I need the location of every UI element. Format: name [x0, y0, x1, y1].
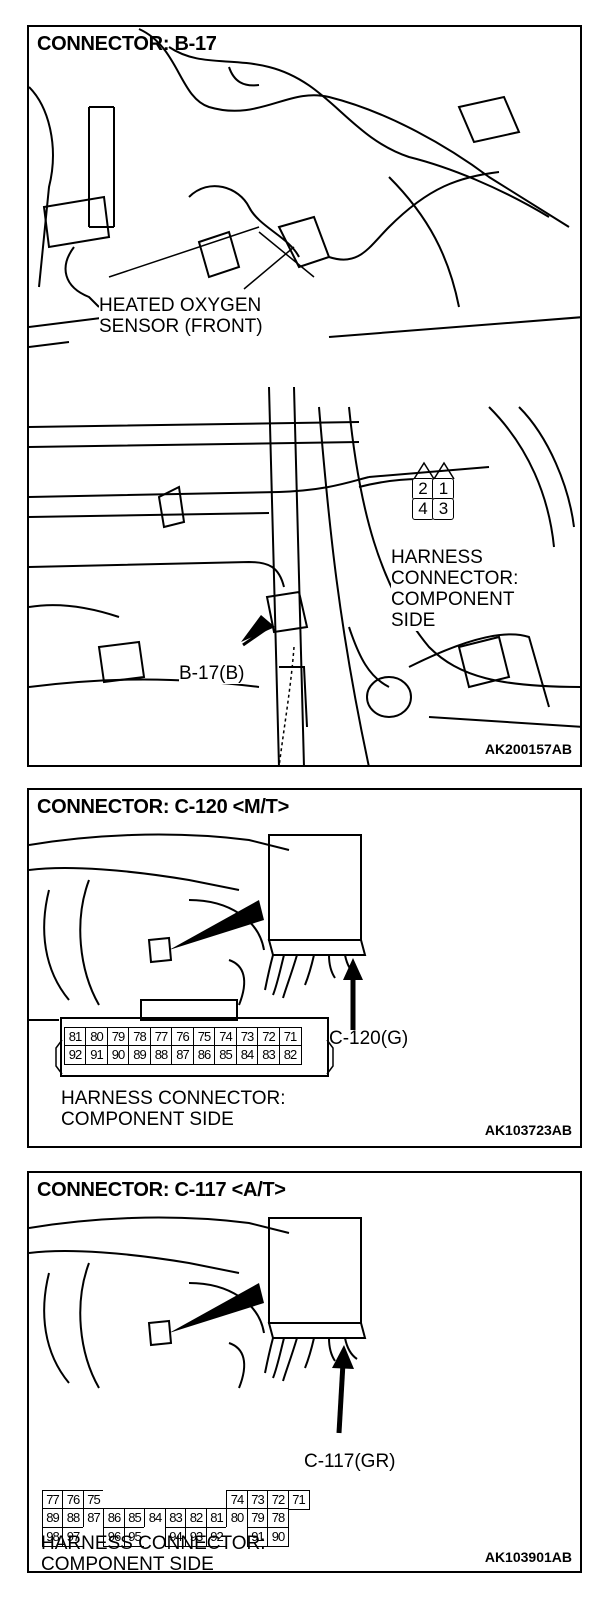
b17-pin: 3 — [432, 498, 454, 520]
c120-pin: 87 — [171, 1045, 194, 1065]
b17-pin: 1 — [432, 477, 454, 500]
panel-c117-title: CONNECTOR: C-117 <A/T> — [37, 1179, 286, 1201]
c120-pin: 88 — [149, 1045, 173, 1065]
c117-pin: 86 — [103, 1508, 125, 1528]
c120-pin: 90 — [106, 1045, 130, 1065]
c117-pin: 96 — [103, 1526, 125, 1547]
c117-dashboard-illustration — [29, 1216, 367, 1434]
c117-pin: 88 — [62, 1508, 84, 1528]
panel-b17: CONNECTOR: B-17 HEATED OXYGEN SENSOR (FR… — [27, 25, 582, 767]
b17-figure-code: AK200157AB — [484, 741, 572, 757]
c120-pin: 73 — [235, 1026, 259, 1047]
c117-pin: 71 — [287, 1489, 310, 1510]
c120-pin: 81 — [63, 1026, 87, 1047]
b17-pin: 4 — [411, 498, 434, 520]
c117-pin: 80 — [226, 1508, 248, 1528]
c117-pin: 98 — [41, 1526, 64, 1547]
c120-pin: 85 — [214, 1045, 237, 1065]
c120-pin: 83 — [257, 1045, 280, 1065]
c117-pin — [164, 1489, 187, 1510]
c120-pin: 82 — [278, 1045, 302, 1065]
c120-pin: 80 — [85, 1026, 108, 1047]
b17-callout: B-17(B) — [179, 663, 245, 684]
c117-pin: 75 — [82, 1489, 105, 1510]
c120-pin: 77 — [149, 1026, 173, 1047]
c120-pin: 89 — [128, 1045, 151, 1065]
c117-pin: 95 — [123, 1526, 146, 1547]
c117-pin: 91 — [246, 1526, 269, 1547]
c120-pin: 86 — [192, 1045, 216, 1065]
c117-pin — [123, 1489, 146, 1510]
c117-pin — [226, 1526, 248, 1547]
c117-callout: C-117(GR) — [304, 1451, 396, 1472]
c117-pin — [205, 1489, 228, 1510]
c120-pin: 71 — [278, 1026, 302, 1047]
c117-pin — [144, 1526, 166, 1547]
c117-pin: 73 — [246, 1489, 269, 1510]
oxygen-sensor-label: HEATED OXYGEN SENSOR (FRONT) — [99, 295, 263, 337]
c117-pin: 72 — [267, 1489, 289, 1510]
c117-harness-label: HARNESS CONNECTOR: COMPONENT SIDE — [41, 1533, 266, 1573]
c117-pin: 81 — [205, 1508, 228, 1528]
b17-pin-row: 4 3 — [411, 498, 454, 520]
b17-connector-face: 2 1 4 3 — [411, 477, 454, 520]
c120-harness-label: HARNESS CONNECTOR: COMPONENT SIDE — [61, 1088, 286, 1130]
c120-pin: 91 — [85, 1045, 108, 1065]
c117-pin — [82, 1526, 105, 1547]
c117-pin: 89 — [41, 1508, 64, 1528]
c120-figure-code: AK103723AB — [484, 1122, 572, 1138]
panel-c120-title: CONNECTOR: C-120 <M/T> — [37, 796, 289, 818]
c120-dashboard-illustration — [29, 833, 367, 1077]
c117-pin: 76 — [62, 1489, 84, 1510]
c117-pin: 87 — [82, 1508, 105, 1528]
c117-pin: 82 — [185, 1508, 207, 1528]
b17-pin-row: 2 1 — [411, 477, 454, 500]
c117-pin: 92 — [205, 1526, 228, 1547]
c117-pin: 78 — [267, 1508, 289, 1528]
c120-pin: 74 — [214, 1026, 237, 1047]
c117-pin: 93 — [185, 1526, 207, 1547]
c117-pin: 94 — [164, 1526, 187, 1547]
c117-pin: 83 — [164, 1508, 187, 1528]
c117-pin: 90 — [267, 1526, 289, 1547]
c120-pin: 76 — [171, 1026, 194, 1047]
c120-pin: 75 — [192, 1026, 216, 1047]
c117-pin: 77 — [41, 1489, 64, 1510]
c117-pin: 85 — [123, 1508, 146, 1528]
c120-pin: 79 — [106, 1026, 130, 1047]
c117-figure-code: AK103901AB — [484, 1549, 572, 1565]
c117-pin: 79 — [246, 1508, 269, 1528]
c117-pin: 84 — [144, 1508, 166, 1528]
c120-pin: 92 — [63, 1045, 87, 1065]
b17-engine-illustration — [29, 28, 580, 765]
c120-pin: 72 — [257, 1026, 280, 1047]
c120-callout: C-120(G) — [329, 1028, 409, 1049]
c117-pin — [185, 1489, 207, 1510]
c120-pin: 78 — [128, 1026, 151, 1047]
panel-b17-title: CONNECTOR: B-17 — [37, 33, 217, 55]
c117-pin: 74 — [226, 1489, 248, 1510]
c117-pin — [103, 1489, 125, 1510]
b17-pin: 2 — [411, 477, 434, 500]
c120-pin: 84 — [235, 1045, 259, 1065]
b17-harness-label: HARNESS CONNECTOR: COMPONENT SIDE — [391, 547, 519, 631]
c117-pin — [144, 1489, 166, 1510]
